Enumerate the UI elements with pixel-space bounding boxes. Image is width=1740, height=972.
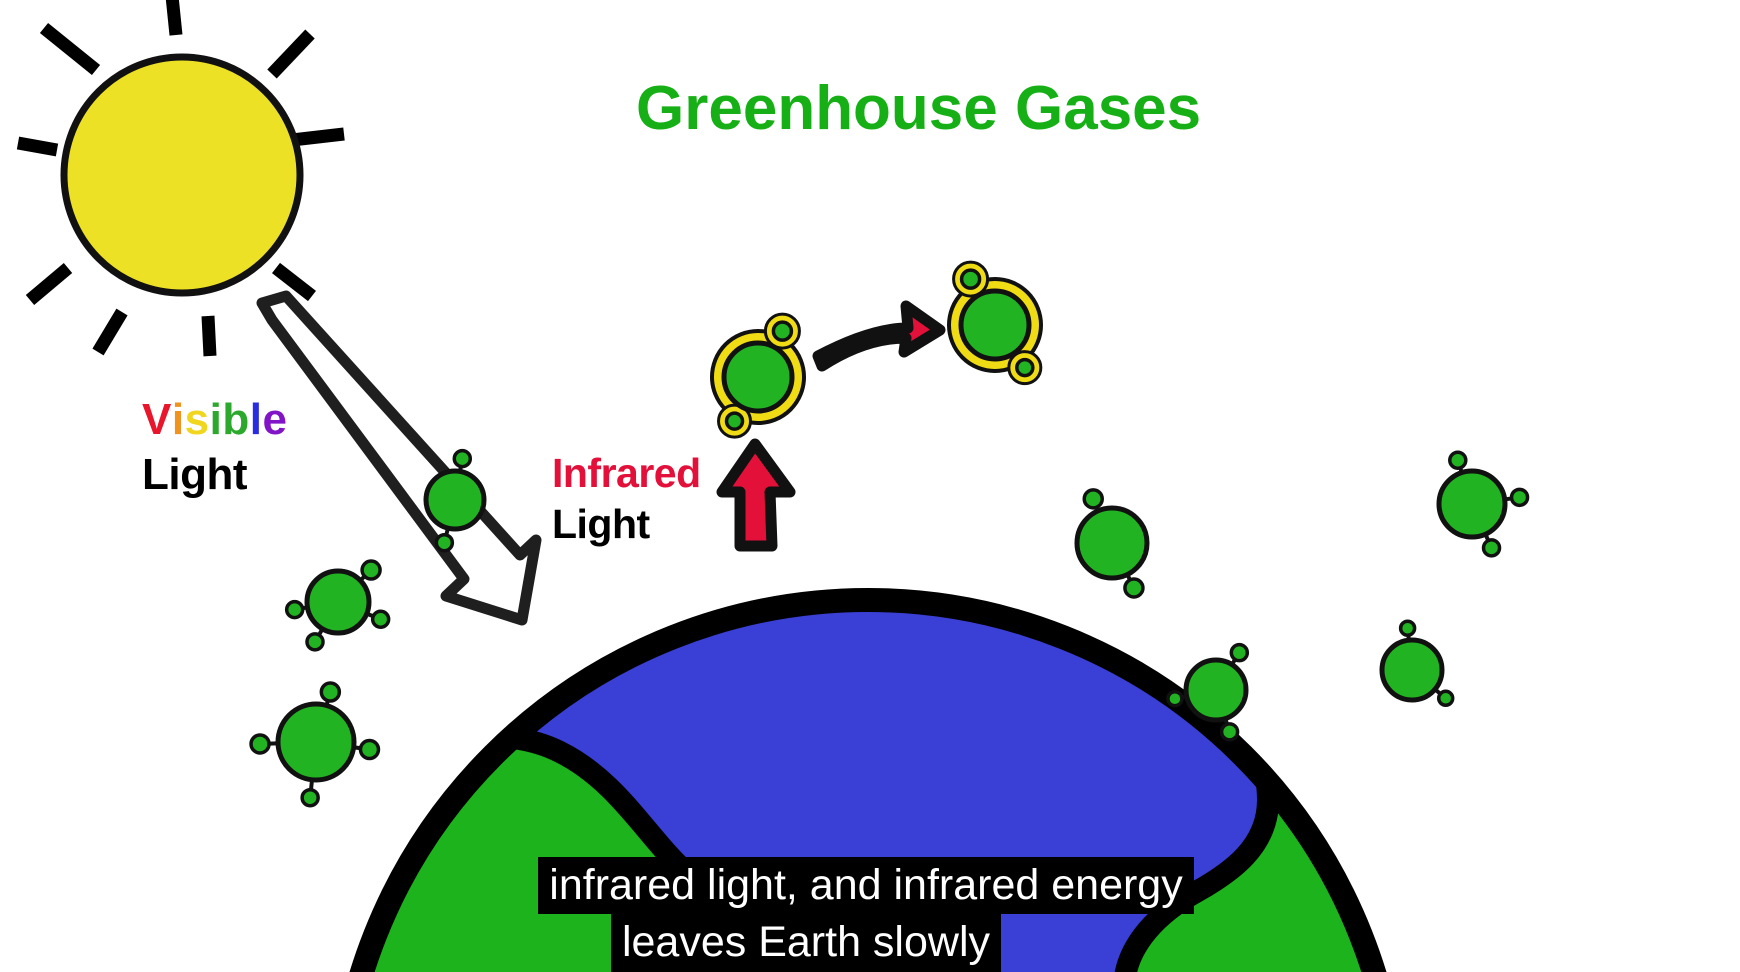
molecule-atom	[1481, 538, 1502, 558]
molecule-excited	[710, 312, 806, 439]
molecule-core	[1183, 657, 1249, 723]
infrared-word-light: Light	[552, 501, 650, 547]
molecule-atom	[1219, 722, 1240, 742]
molecule-atom	[1123, 577, 1145, 599]
earth	[338, 588, 1398, 972]
molecule-core	[1074, 505, 1150, 581]
molecule-atom	[959, 268, 982, 290]
molecule	[1379, 619, 1455, 708]
molecule	[1166, 642, 1250, 742]
molecule	[423, 448, 487, 553]
molecule-atom	[1436, 689, 1455, 708]
greenhouse-gas-molecules	[249, 260, 1530, 808]
visible-letter-4: b	[222, 395, 250, 444]
visible-light-word-light: Light	[142, 450, 248, 499]
infrared-label: Infrared	[552, 450, 701, 496]
molecule-atom	[319, 681, 342, 703]
sun	[16, 0, 345, 357]
molecule-atom	[1448, 450, 1468, 471]
molecule	[1436, 450, 1530, 558]
sun-rays	[16, 0, 345, 357]
visible-letter-6: e	[262, 395, 288, 444]
visible-letter-3: i	[209, 395, 223, 444]
visible-light-arrow	[256, 290, 542, 626]
molecule-atom	[249, 733, 271, 755]
molecule-core	[1436, 468, 1508, 540]
molecule-atom	[1166, 689, 1184, 708]
molecule	[284, 559, 391, 652]
molecule-atom	[724, 411, 745, 431]
molecule-excited	[947, 260, 1043, 386]
visible-letter-0: V	[142, 395, 172, 444]
molecule-atom	[358, 738, 381, 761]
molecule-atom	[300, 787, 320, 808]
molecule	[1074, 488, 1150, 599]
visible-letter-2: s	[184, 395, 210, 444]
molecule-atom	[452, 448, 473, 469]
molecule-core	[721, 340, 795, 414]
visible-letter-5: l	[249, 395, 263, 444]
molecule-core	[275, 701, 357, 783]
reemission-curved-arrow	[812, 300, 946, 372]
molecule-atom	[771, 320, 794, 342]
molecule-atom	[370, 609, 391, 629]
molecule-atom	[1229, 642, 1250, 663]
molecule-atom	[434, 532, 455, 553]
molecule	[249, 681, 381, 808]
molecule-core	[304, 568, 372, 636]
molecule-atom	[1398, 619, 1417, 637]
molecule-core	[423, 468, 487, 532]
molecule-core	[958, 288, 1032, 362]
visible-light-label: Visible	[142, 395, 288, 444]
page-title: Greenhouse Gases	[636, 74, 1202, 143]
molecule-atom	[1509, 487, 1530, 508]
molecule-atom	[360, 559, 382, 581]
earth-outline	[349, 588, 1387, 972]
molecule-core	[1379, 637, 1445, 703]
molecule-atom	[1015, 357, 1035, 378]
visible-letter-1: i	[171, 395, 185, 444]
molecule-atom	[284, 599, 305, 620]
sun-disc	[60, 53, 304, 297]
infrared-up-arrow	[716, 438, 796, 552]
molecule-atom	[1082, 488, 1104, 510]
molecule-atom	[305, 632, 325, 652]
